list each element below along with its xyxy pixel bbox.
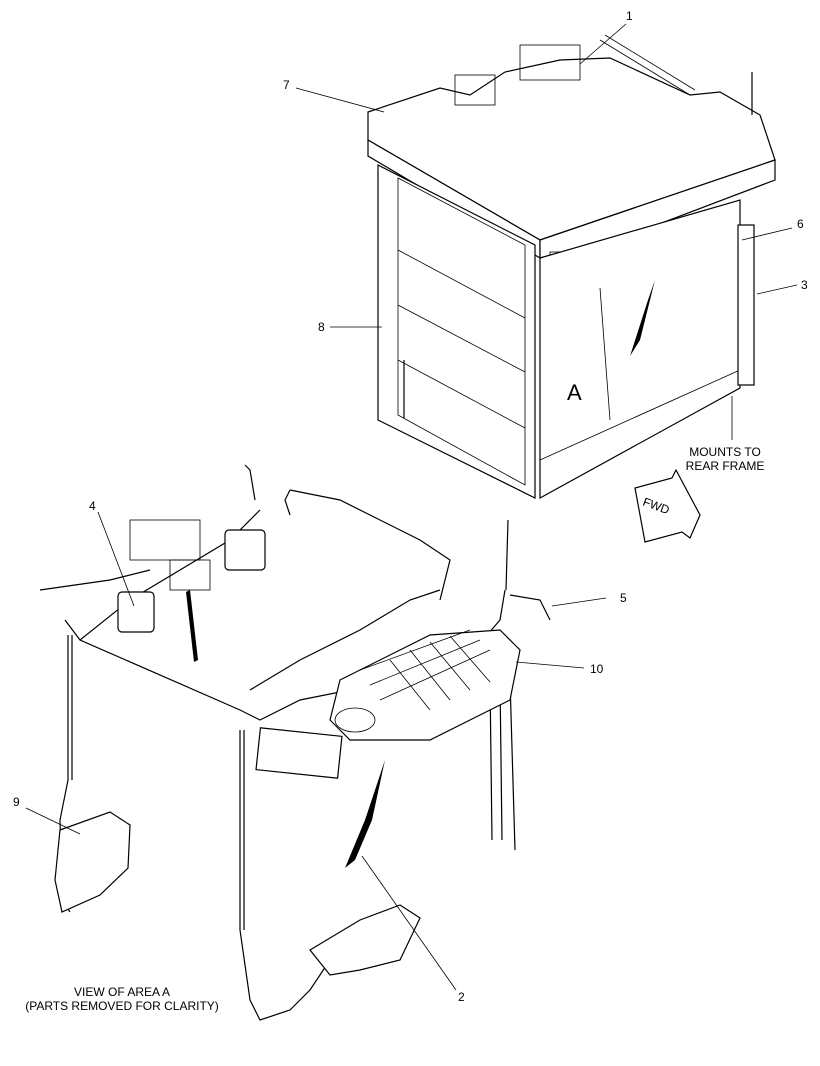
callout-5: 5 xyxy=(620,591,627,605)
callout-10: 10 xyxy=(590,662,604,676)
callouts: 1 7 6 3 8 4 5 10 9 2 xyxy=(13,9,808,1004)
callout-1: 1 xyxy=(626,9,633,23)
fwd-arrow: FWD xyxy=(634,468,701,543)
callout-7: 7 xyxy=(283,78,290,92)
area-label: A xyxy=(567,380,582,405)
callout-2: 2 xyxy=(458,990,465,1004)
mounts-note-line1: MOUNTS TO xyxy=(689,445,761,459)
callout-9: 9 xyxy=(13,795,20,809)
cab-assembly xyxy=(367,34,776,500)
callout-3: 3 xyxy=(801,278,808,292)
view-note-line1: VIEW OF AREA A xyxy=(74,985,170,999)
callout-8: 8 xyxy=(318,320,325,334)
callout-6: 6 xyxy=(797,217,804,231)
mounts-note-line2: REAR FRAME xyxy=(686,459,765,473)
callout-4: 4 xyxy=(89,499,96,513)
view-note-line2: (PARTS REMOVED FOR CLARITY) xyxy=(25,999,219,1013)
harness-view xyxy=(39,464,551,1021)
